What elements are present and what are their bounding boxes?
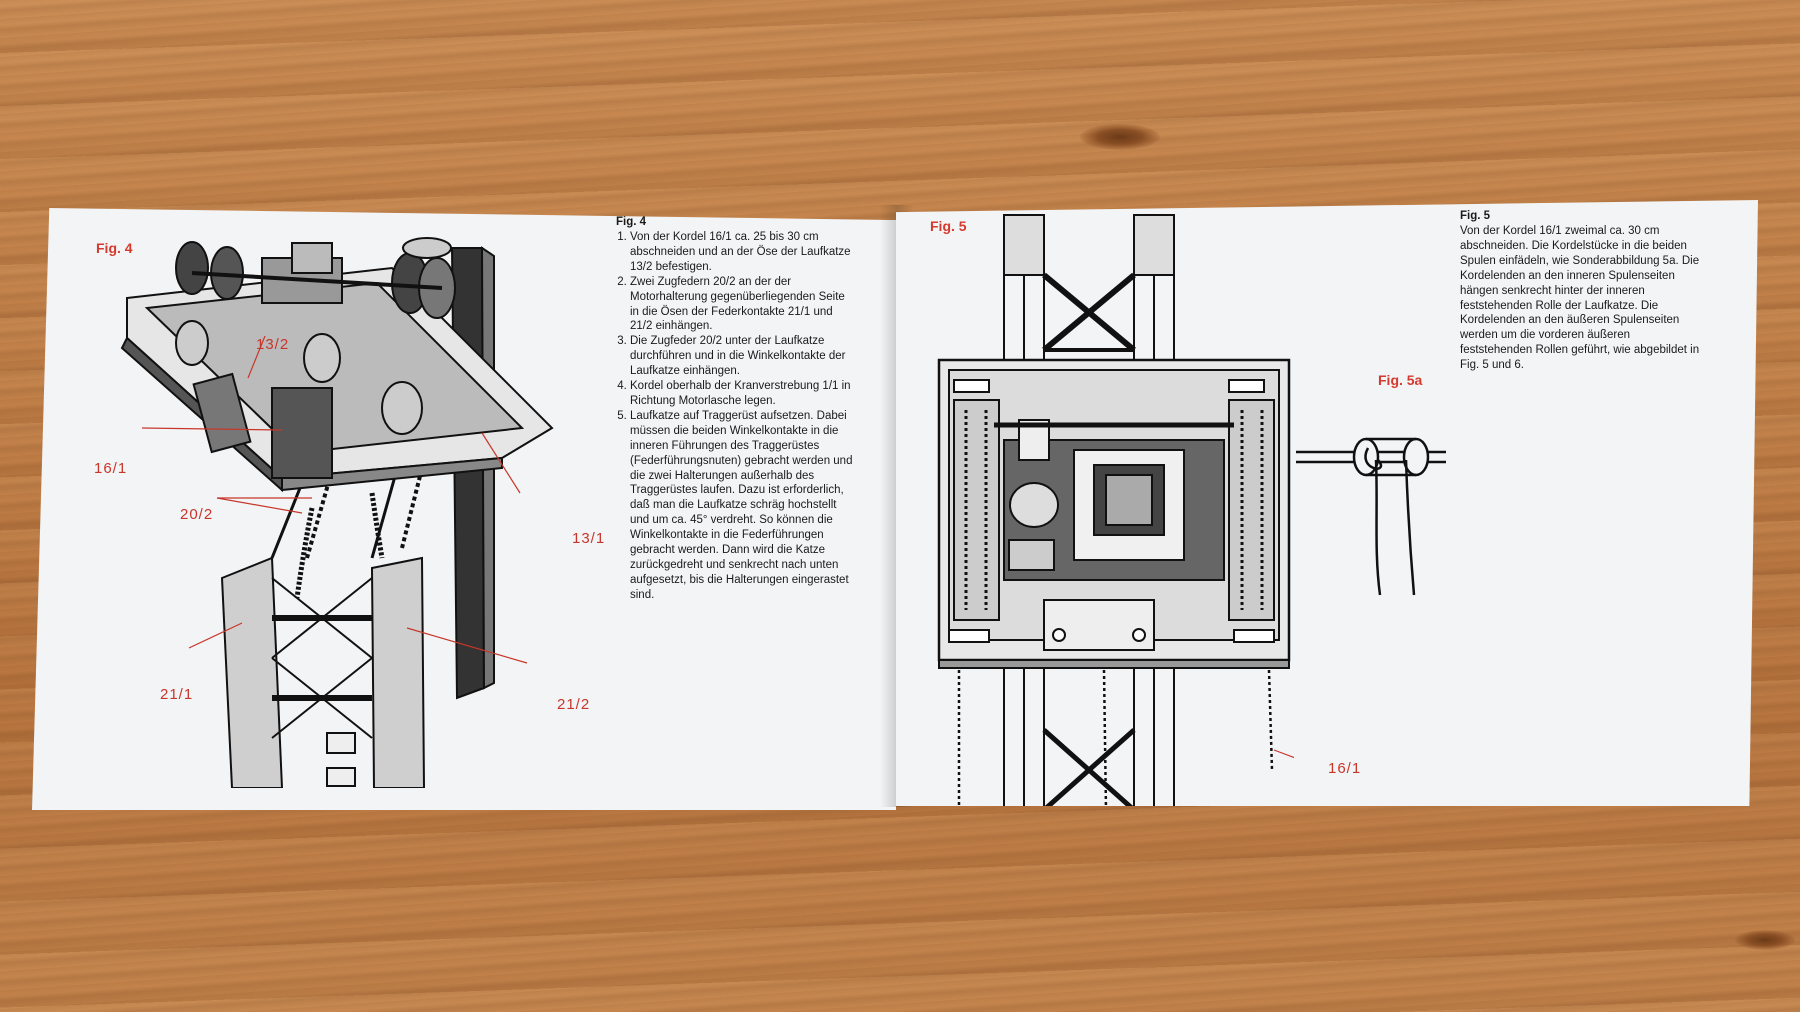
callout-13-1: 13/1	[572, 530, 606, 547]
callout-16-1-right: 16/1	[1328, 760, 1362, 777]
fig4-steps: Von der Kordel 16/1 ca. 25 bis 30 cm abs…	[616, 230, 856, 603]
fig4-crane-illustration	[120, 237, 554, 788]
wood-knot	[1080, 124, 1160, 150]
fig5a-spool-illustration	[1296, 437, 1446, 596]
right-page: Fig. 5	[896, 200, 1758, 806]
wood-knot	[1735, 930, 1795, 950]
fig5-caption-title: Fig. 5	[1460, 210, 1491, 222]
callout-20-2: 20/2	[180, 506, 214, 523]
left-page: Fig. 4	[32, 208, 896, 810]
fig4-caption: Fig. 4 Von der Kordel 16/1 ca. 25 bis 30…	[616, 216, 856, 603]
fig5-caption: Fig. 5 Von der Kordel 16/1 zweimal ca. 3…	[1460, 210, 1700, 373]
fig4-step-5: Laufkatze auf Traggerüst aufsetzen. Dabe…	[630, 409, 856, 603]
fig5a-label: Fig. 5a	[1378, 372, 1423, 388]
fig4-step-2: Zwei Zugfedern 20/2 an der der Motorhalt…	[630, 275, 856, 335]
callout-16-1: 16/1	[94, 460, 128, 477]
callout-21-1: 21/1	[160, 686, 194, 703]
fig5-caption-text: Von der Kordel 16/1 zweimal ca. 30 cm ab…	[1460, 225, 1700, 372]
fig4-step-4: Kordel oberhalb der Kranverstrebung 1/1 …	[630, 379, 856, 409]
fig4-caption-title: Fig. 4	[616, 216, 647, 228]
fig5-label: Fig. 5	[930, 218, 967, 234]
fig5-trolley-illustration	[937, 214, 1294, 806]
fig4-step-1: Von der Kordel 16/1 ca. 25 bis 30 cm abs…	[630, 230, 856, 275]
fig4-label: Fig. 4	[96, 240, 133, 256]
callout-21-2: 21/2	[557, 696, 591, 713]
callout-13-2: 13/2	[256, 336, 290, 353]
fig4-step-3: Die Zugfeder 20/2 unter der Laufkatze du…	[630, 334, 856, 379]
